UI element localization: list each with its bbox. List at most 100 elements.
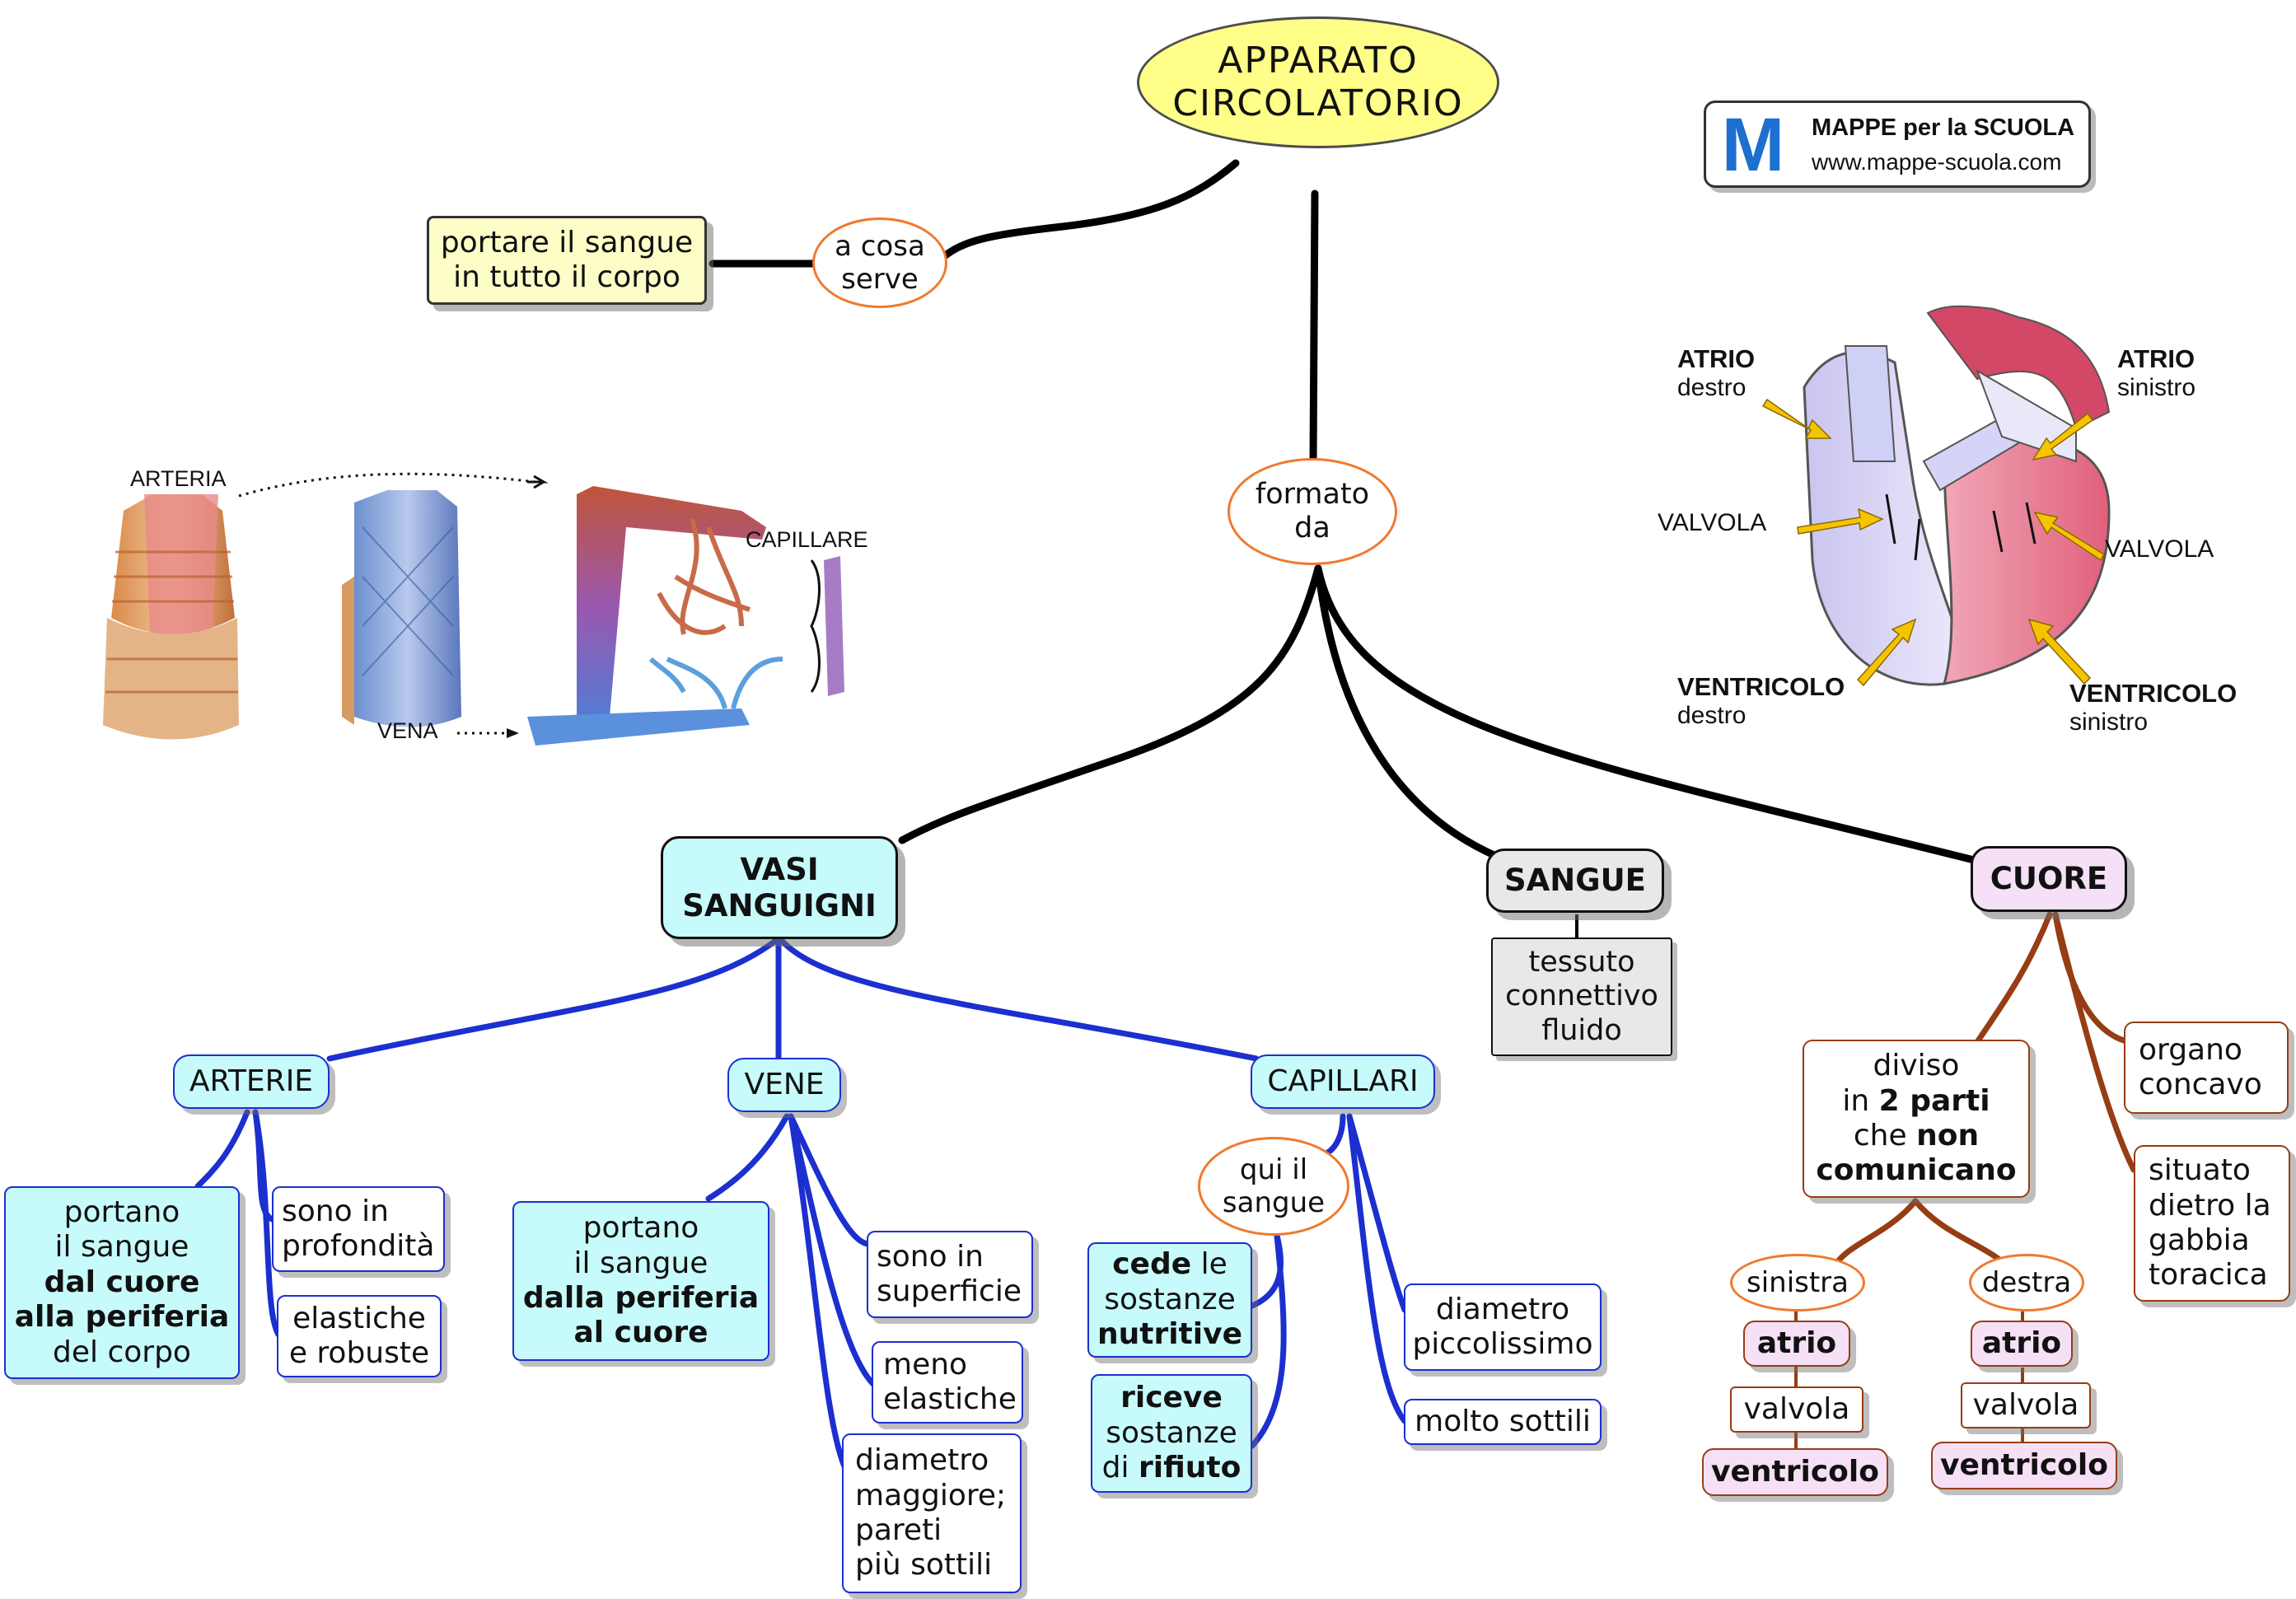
right-valve-text: valvola — [1972, 1387, 2079, 1422]
left-valve-text: valvola — [1743, 1391, 1850, 1426]
heart-divided-2: in 2 parti — [1842, 1083, 1990, 1118]
capillaries-receives-3: di rifiuto — [1101, 1451, 1242, 1485]
heart-divided: diviso in 2 parti che non comunicano — [1803, 1040, 2030, 1198]
arteries-elastic-2: e robuste — [288, 1336, 430, 1370]
capillaries-diameter: diametro piccolissimo — [1404, 1283, 1602, 1371]
blood-vessel-illustration — [103, 472, 844, 746]
line-title-formed — [1309, 189, 1319, 465]
line-here-receives — [1249, 1232, 1287, 1449]
title-line-2: CIRCOLATORIO — [1172, 82, 1464, 124]
capillaries-gives-2: sostanze — [1104, 1282, 1236, 1316]
heart-label-atrium-left: ATRIO sinistro — [2117, 344, 2196, 401]
line-to-blood — [1314, 564, 1512, 865]
capillaries-receives-2: sostanze — [1106, 1415, 1237, 1450]
illustration-vein-label: VENA — [377, 718, 438, 743]
capillaries-receives-1: riceve — [1120, 1381, 1223, 1415]
veins-carry: portano il sangue dalla periferia al cuo… — [512, 1201, 769, 1361]
left-valve: valvola — [1730, 1386, 1863, 1433]
heart-concave-1: organo — [2139, 1032, 2242, 1067]
arteries-depth: sono in profondità — [272, 1186, 445, 1272]
heart-label-atrium-right: ATRIO destro — [1677, 344, 1756, 401]
veins-carry-2: il sangue — [573, 1246, 708, 1280]
veins-less-elastic: meno elastiche — [872, 1341, 1023, 1424]
heart-location-1: situato — [2149, 1153, 2251, 1188]
line-vessels-capillaries — [779, 938, 1260, 1062]
line-veins-surface — [788, 1113, 872, 1247]
heart-divided-4: comunicano — [1816, 1153, 2017, 1188]
arteries-carry-2: il sangue — [54, 1230, 189, 1265]
arteries-elastic-1: elastiche — [292, 1301, 426, 1335]
line-title-purpose — [939, 159, 1240, 261]
blood-title: SANGUE — [1504, 863, 1646, 899]
arteries-carry-4: alla periferia — [14, 1300, 230, 1335]
line-divided-left — [1830, 1198, 1919, 1272]
line-vessels-arteries — [326, 938, 778, 1062]
link-here-1: qui il — [1239, 1152, 1308, 1186]
heart-divided-1: diviso — [1873, 1049, 1960, 1083]
purpose-text: portare il sangue in tutto il corpo — [427, 216, 707, 305]
veins-diameter-1: diametro — [855, 1443, 989, 1478]
logo-mark-icon: M — [1721, 103, 1785, 187]
heart-title: CUORE — [1990, 861, 2108, 897]
link-right: destra — [1969, 1254, 2084, 1311]
arteries-depth-2: profondità — [282, 1229, 435, 1263]
heart-node: CUORE — [1971, 846, 2127, 912]
vessels-line-1: VASI — [740, 851, 819, 887]
link-purpose-line-2: serve — [841, 263, 919, 296]
heart-divided-3: che non — [1853, 1119, 1980, 1152]
heart-location-3: gabbia — [2149, 1223, 2250, 1257]
capillaries-gives-1: cede le — [1112, 1247, 1227, 1282]
right-valve: valvola — [1961, 1382, 2091, 1428]
line-arteries-carry — [194, 1109, 250, 1190]
illustration-capillary-label: CAPILLARE — [746, 527, 868, 552]
heart-location-2: dietro la — [2149, 1188, 2271, 1223]
blood-description: tessuto connettivo fluido — [1491, 937, 1672, 1056]
capillaries-gives-3: nutritive — [1097, 1317, 1242, 1352]
veins-less-elastic-1: meno — [883, 1347, 968, 1382]
heart-location-4: toracica — [2149, 1258, 2268, 1293]
line-heart-divided — [1974, 911, 2053, 1045]
title-line-1: APPARATO — [1218, 40, 1419, 82]
link-left: sinistra — [1730, 1254, 1865, 1311]
veins-carry-4: al cuore — [573, 1316, 708, 1350]
left-ventricle-text: ventricolo — [1711, 1454, 1879, 1489]
right-atrium: atrio — [1971, 1321, 2073, 1367]
capillaries-thin-text: molto sottili — [1415, 1404, 1591, 1438]
veins-carry-3: dalla periferia — [522, 1281, 760, 1315]
purpose-line-2: in tutto il corpo — [453, 260, 680, 294]
logo-name: MAPPE per la SCUOLA — [1812, 115, 2075, 141]
capillaries-diameter-1: diametro — [1435, 1292, 1570, 1326]
link-right-text: destra — [1981, 1265, 2072, 1299]
veins-carry-1: portano — [582, 1211, 699, 1246]
veins-less-elastic-2: elastiche — [883, 1382, 1017, 1416]
link-formed-line-1: formato — [1255, 477, 1370, 511]
blood-desc-line-3: fluido — [1541, 1013, 1622, 1047]
right-atrium-text: atrio — [1981, 1325, 2062, 1360]
arteries-carry-1: portano — [63, 1195, 180, 1229]
title-node: APPARATO CIRCOLATORIO — [1137, 16, 1499, 148]
heart-concave: organo concavo — [2124, 1022, 2289, 1114]
arteries-carry-3: dal cuore — [44, 1265, 200, 1299]
veins-diameter: diametro maggiore; pareti più sottili — [842, 1433, 1022, 1593]
link-purpose: a cosa serve — [812, 217, 947, 308]
illustration-artery-label: ARTERIA — [130, 466, 227, 491]
veins-diameter-2: maggiore; — [855, 1478, 1007, 1513]
arteries-elastic: elastiche e robuste — [277, 1295, 442, 1377]
capillaries-label: CAPILLARI — [1267, 1064, 1419, 1098]
capillaries-thin: molto sottili — [1404, 1399, 1602, 1445]
line-heart-location — [2052, 911, 2137, 1173]
link-here-blood: qui il sangue — [1198, 1137, 1349, 1236]
heart-label-ventricle-right: VENTRICOLO destro — [1677, 672, 1845, 729]
left-ventricle: ventricolo — [1702, 1448, 1888, 1496]
link-purpose-line-1: a cosa — [835, 229, 925, 263]
veins-surface-1: sono in — [877, 1239, 984, 1274]
blood-desc-line-2: connettivo — [1505, 980, 1658, 1013]
arteries-carry-5: del corpo — [53, 1335, 191, 1369]
veins-diameter-4: più sottili — [855, 1548, 993, 1583]
veins-surface: sono in superficie — [867, 1231, 1033, 1318]
purpose-line-1: portare il sangue — [440, 225, 694, 259]
line-cap-thin — [1346, 1113, 1408, 1424]
right-ventricle-text: ventricolo — [1940, 1447, 2108, 1482]
